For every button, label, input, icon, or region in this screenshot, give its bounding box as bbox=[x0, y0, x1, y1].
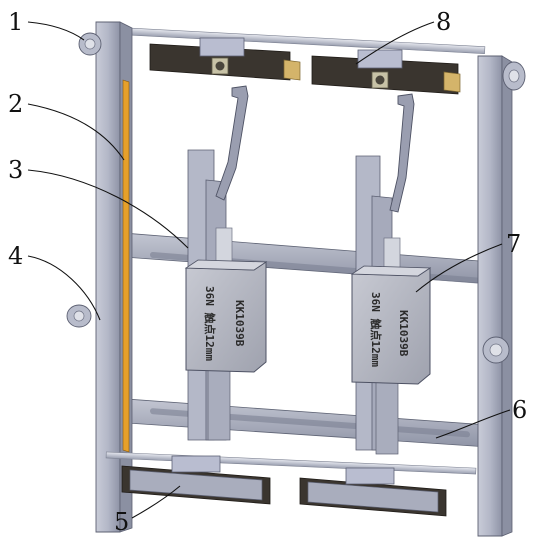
slotted-rail-lower bbox=[111, 397, 489, 448]
bottom-bar-right bbox=[299, 467, 447, 517]
top-bar-left bbox=[149, 37, 301, 81]
callout-3: 3 bbox=[8, 156, 23, 184]
spec-label-left: 36N 触点12mm bbox=[203, 286, 217, 361]
callout-7: 7 bbox=[506, 230, 521, 258]
right-knob-mid bbox=[482, 336, 510, 364]
model-label-right: KK1039B bbox=[397, 310, 410, 357]
bottom-bar-left bbox=[121, 455, 271, 505]
left-knob-mid bbox=[66, 304, 92, 328]
right-knob-top bbox=[502, 61, 526, 91]
slotted-rail-upper bbox=[109, 231, 493, 285]
model-label-left: KK1039B bbox=[233, 300, 246, 347]
leader-6 bbox=[435, 409, 511, 439]
switch-box-left: KK1039B 36N 触点12mm bbox=[184, 259, 268, 373]
callout-8: 8 bbox=[436, 8, 451, 36]
callouts: 1 2 3 4 5 6 7 8 bbox=[8, 8, 527, 536]
orange-strip bbox=[122, 79, 130, 453]
leader-8 bbox=[355, 21, 435, 65]
switch-box-right: KK1039B 36N 触点12mm bbox=[350, 265, 432, 385]
leader-lines bbox=[27, 21, 511, 519]
spec-label-right: 36N 触点12mm bbox=[369, 292, 383, 367]
right-frame-column bbox=[477, 55, 513, 537]
callout-2: 2 bbox=[8, 90, 23, 118]
leader-7 bbox=[415, 243, 503, 293]
left-knob-top bbox=[78, 32, 102, 56]
top-bar-right bbox=[311, 49, 461, 95]
callout-5: 5 bbox=[114, 508, 129, 536]
callout-6: 6 bbox=[512, 396, 527, 424]
leader-1 bbox=[27, 21, 85, 41]
leader-2 bbox=[27, 103, 125, 161]
callout-4: 4 bbox=[8, 242, 23, 270]
leader-4 bbox=[27, 255, 101, 321]
leader-3 bbox=[27, 169, 189, 249]
callout-1: 1 bbox=[8, 8, 23, 36]
leader-5 bbox=[131, 485, 181, 519]
